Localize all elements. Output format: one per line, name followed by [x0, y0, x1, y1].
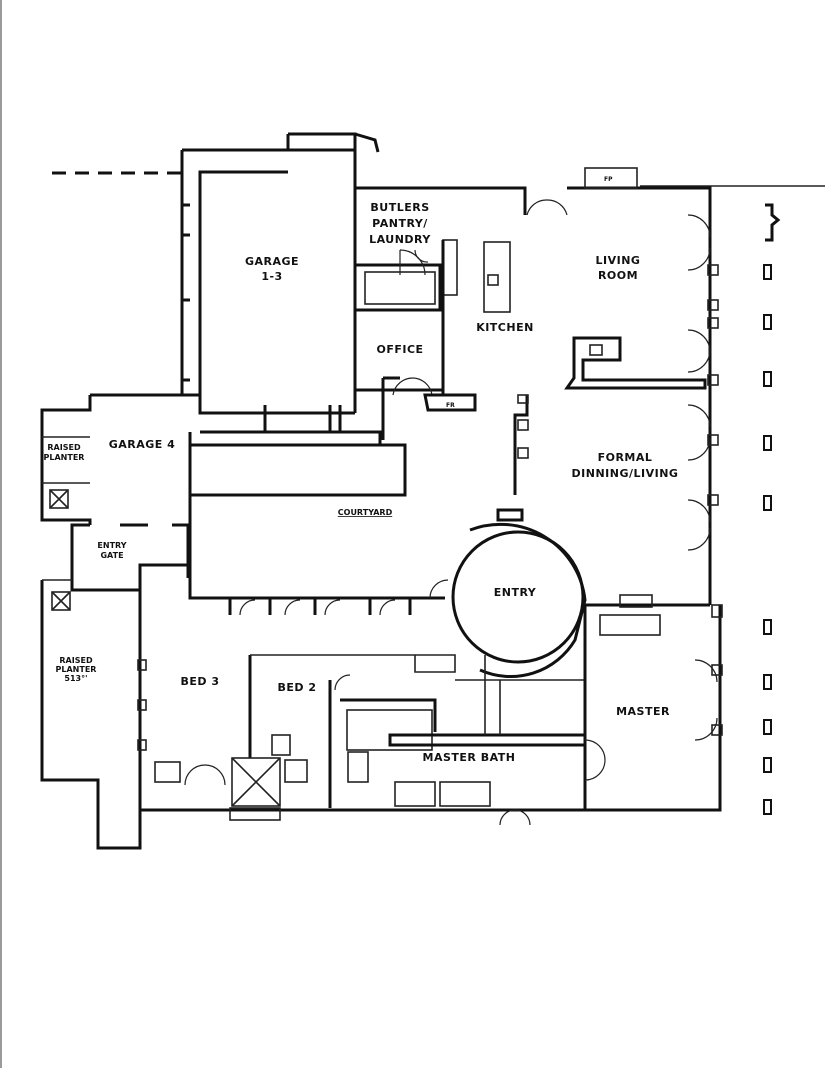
- page-edge: [0, 0, 2, 1068]
- room-label-raised-planter-bottom-line3: 513°': [64, 674, 87, 683]
- room-label-formal-line1: FORMAL: [598, 451, 653, 464]
- room-label-raised-planter-top-line1: RAISED: [47, 443, 81, 452]
- room-label-office: OFFICE: [376, 343, 423, 356]
- raised-planter-bottom-walls: [40, 579, 147, 850]
- room-label-kitchen: KITCHEN: [476, 321, 534, 334]
- room-label-entry-gate-line2: GATE: [100, 551, 123, 560]
- room-label-raised-planter-bottom-line2: PLANTER: [56, 665, 97, 674]
- room-label-butlers-line3: LAUNDRY: [369, 233, 431, 246]
- room-label-living-line2: ROOM: [598, 269, 638, 282]
- room-label-garage-line2: 1-3: [261, 270, 282, 283]
- butlers-pantry-walls: [355, 186, 527, 312]
- room-label-garage-4: GARAGE 4: [109, 438, 176, 451]
- office-walls: FR: [381, 376, 477, 440]
- room-label-butlers-line2: PANTRY/: [372, 217, 428, 230]
- garage-4-walls: [40, 393, 192, 592]
- bedroom-walls: [140, 605, 722, 821]
- room-label-butlers-line1: BUTLERS: [370, 201, 429, 214]
- room-label-living-line1: LIVING: [596, 254, 641, 267]
- garage-1-3-walls: [180, 132, 380, 415]
- entry-walls: [429, 508, 710, 678]
- formal-dining-walls: [517, 394, 719, 605]
- room-label-master: MASTER: [616, 705, 670, 718]
- master-bath-walls: [340, 655, 587, 826]
- fireplace-label-dining: FR: [446, 402, 455, 409]
- room-label-bed-3: BED 3: [180, 675, 219, 688]
- room-label-courtyard: COURTYARD: [338, 508, 393, 517]
- room-label-entry-gate-line1: ENTRY: [97, 541, 126, 550]
- room-label-raised-planter-bottom-line1: RAISED: [59, 656, 93, 665]
- exterior-posts: [763, 203, 781, 815]
- room-label-master-bath: MASTER BATH: [423, 751, 516, 764]
- room-label-bed-2: BED 2: [277, 681, 316, 694]
- master-walls: [583, 604, 723, 810]
- room-label-formal-line2: DINNING/LIVING: [572, 467, 679, 480]
- room-label-entry: ENTRY: [494, 586, 537, 599]
- courtyard-walls: [188, 395, 529, 616]
- fireplace-label-living: FP: [604, 176, 613, 183]
- room-label-raised-planter-top-line2: PLANTER: [44, 453, 85, 462]
- living-room-walls: FP: [564, 167, 719, 395]
- room-label-garage-line1: GARAGE: [245, 255, 299, 268]
